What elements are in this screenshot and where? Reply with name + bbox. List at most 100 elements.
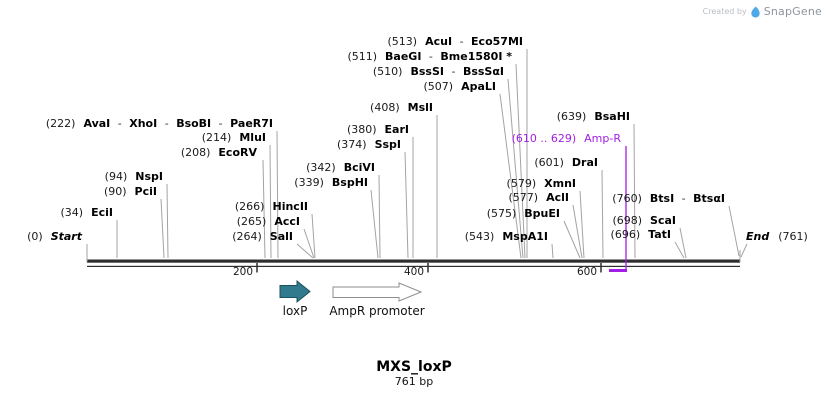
site-name: Eco57MI bbox=[471, 35, 523, 48]
site-name: Amp-R bbox=[584, 132, 621, 145]
site-name: EarI bbox=[384, 123, 409, 136]
separator: - bbox=[456, 35, 468, 48]
site-position: (696) bbox=[610, 228, 641, 241]
site-label-BtsI: (760)BtsI - BtsαI bbox=[612, 192, 725, 205]
site-label-BpuEI: (575)BpuEI bbox=[487, 207, 560, 220]
watermark-created-by: Created by bbox=[702, 7, 747, 16]
site-position: (408) bbox=[370, 101, 400, 114]
site-position: (511) bbox=[347, 50, 378, 63]
loxP-arrow bbox=[279, 279, 311, 304]
site-label-BssSI: (510)BssSI - BssSαI bbox=[373, 65, 504, 78]
site-name: PciI bbox=[134, 185, 157, 198]
site-label-BciVI: (342) BciVI bbox=[306, 161, 375, 174]
site-label-AvaI: (222)AvaI - XhoI - BsoBI - PaeR7I bbox=[46, 117, 273, 130]
site-name: BssSI bbox=[410, 65, 444, 78]
ampr-promoter-label: AmpR promoter bbox=[329, 304, 425, 318]
site-label-MslI: (408)MslI bbox=[370, 101, 433, 114]
site-name: ScaI bbox=[650, 214, 676, 227]
ruler-label-400: 400 bbox=[403, 266, 424, 278]
site-name: BaeGI bbox=[385, 50, 422, 63]
leader-line bbox=[166, 183, 169, 259]
leader-line bbox=[404, 151, 409, 259]
site-name: XhoI bbox=[129, 117, 158, 130]
site-position: (507) bbox=[423, 80, 454, 93]
site-name: DraI bbox=[571, 156, 598, 169]
site-name: TatI bbox=[648, 228, 671, 241]
site-position: (579) bbox=[506, 177, 537, 190]
site-position: (761) bbox=[778, 230, 808, 243]
site-name: Start bbox=[50, 230, 82, 243]
site-name: PaeR7I bbox=[230, 117, 273, 130]
site-label-ApaLI: (507) ApaLI bbox=[423, 80, 496, 93]
site-label-AmpR: (610 .. 629)Amp-R bbox=[512, 132, 621, 145]
map-size: 761 bp bbox=[394, 375, 434, 388]
ruler-label-600: 600 bbox=[576, 266, 597, 278]
site-name: SspI bbox=[374, 138, 401, 151]
site-name: AccI bbox=[274, 215, 300, 228]
leader-line bbox=[269, 144, 272, 259]
site-name: BciVI bbox=[343, 161, 375, 174]
site-name: EciI bbox=[91, 206, 113, 219]
site-label-MluI: (214)MluI bbox=[202, 131, 266, 144]
site-label-AcuI: (513) AcuI - Eco57MI bbox=[388, 35, 523, 48]
site-label-SalI: (264)SalI bbox=[232, 230, 293, 243]
site-name: ApaLI bbox=[461, 80, 496, 93]
site-position: (374) bbox=[336, 138, 367, 151]
site-label-HincII: (266)HincII bbox=[235, 200, 308, 213]
site-position: (380) bbox=[346, 123, 377, 136]
leader-line bbox=[740, 243, 748, 258]
leader-line bbox=[679, 227, 687, 259]
leader-line bbox=[633, 123, 636, 259]
leader-line bbox=[276, 130, 279, 259]
loxP-label: loxP bbox=[282, 304, 308, 318]
site-position: (513) bbox=[387, 35, 418, 48]
sequence-bar bbox=[87, 259, 740, 263]
site-name: BsaHI bbox=[594, 110, 630, 123]
site-name: BspHI bbox=[331, 176, 368, 189]
site-name: BsoBI bbox=[176, 117, 212, 130]
site-name: MspA1I bbox=[502, 230, 548, 243]
site-position: (94) bbox=[104, 170, 128, 183]
site-label-SspI: (374) SspI bbox=[337, 138, 401, 151]
sequence-rule bbox=[87, 265, 740, 267]
site-position: (214) bbox=[201, 131, 232, 144]
site-label-NspI: (94) NspI bbox=[105, 170, 163, 183]
site-position: (543) bbox=[464, 230, 495, 243]
watermark-brand: SnapGene bbox=[763, 5, 822, 18]
site-name: Bme1580I * bbox=[440, 50, 512, 63]
site-label-EarI: (380) EarI bbox=[347, 123, 409, 136]
site-name: BtsI bbox=[649, 192, 675, 205]
site-name: AvaI bbox=[83, 117, 111, 130]
site-position: (0) bbox=[27, 230, 43, 243]
leader-line bbox=[303, 228, 315, 259]
site-label-BspHI: (339)BspHI bbox=[294, 176, 368, 189]
site-position: (208) bbox=[180, 146, 211, 159]
leader-line bbox=[579, 190, 585, 259]
site-name: BssSαI bbox=[462, 65, 504, 78]
site-label-EciI: (34)EciI bbox=[61, 206, 114, 219]
site-position: (510) bbox=[372, 65, 403, 78]
site-name: AclI bbox=[546, 191, 569, 204]
leader-line bbox=[551, 243, 554, 259]
site-name: NspI bbox=[135, 170, 163, 183]
site-position: (698) bbox=[612, 214, 643, 227]
site-label-PciI: (90) PciI bbox=[104, 185, 157, 198]
leader-line bbox=[601, 169, 604, 259]
site-name: HincII bbox=[272, 200, 308, 213]
watermark: Created by SnapGene bbox=[703, 5, 822, 18]
leader-line bbox=[563, 220, 581, 259]
site-name: AcuI bbox=[425, 35, 453, 48]
separator: - bbox=[215, 117, 227, 130]
site-label-AclI: (577)AclI bbox=[509, 191, 570, 204]
site-label-EcoRV: (208) EcoRV bbox=[181, 146, 257, 159]
site-position: (90) bbox=[103, 185, 127, 198]
site-position: (342) bbox=[306, 161, 336, 174]
site-position: (760) bbox=[612, 192, 642, 205]
site-name: EcoRV bbox=[218, 146, 257, 159]
site-label-DraI: (601)DraI bbox=[534, 156, 598, 169]
site-label-AccI: (265)AccI bbox=[237, 215, 300, 228]
leader-line bbox=[507, 78, 524, 259]
site-position: (222) bbox=[45, 117, 76, 130]
